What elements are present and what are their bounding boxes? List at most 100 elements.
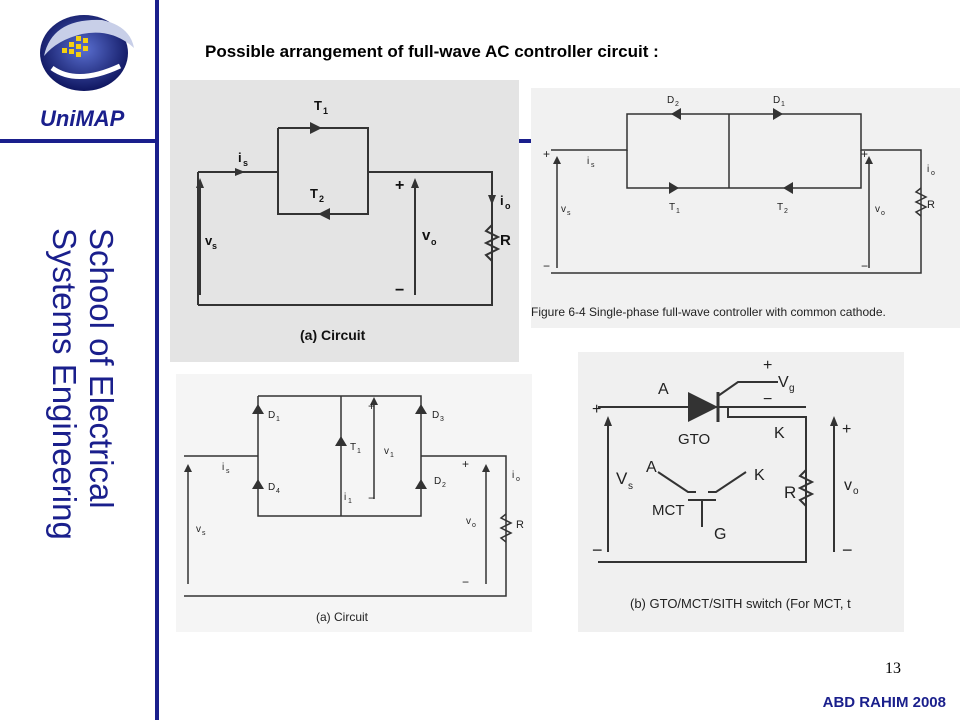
vs-sub: s (567, 210, 571, 217)
r-label: R (500, 232, 511, 249)
plus-sign-v1: + (368, 399, 375, 413)
d2-sub: 2 (675, 101, 679, 108)
r-label: R (927, 199, 935, 211)
vo-label: v (466, 516, 471, 527)
figure-gto-mct-switch: A V g GTO K A K MCT G V s R v o + − + − … (578, 352, 904, 632)
d1-sub: 1 (276, 416, 280, 423)
mct-label: MCT (652, 502, 685, 519)
i1-label: i (344, 492, 346, 503)
t1-sub: 1 (676, 208, 680, 215)
vo-label: v (422, 227, 431, 244)
horizontal-divider (0, 139, 155, 143)
vo-sub: o (881, 210, 885, 217)
plus-sign: + (395, 177, 404, 194)
t1-label: T (669, 202, 675, 213)
fig1-caption: (a) Circuit (300, 327, 366, 343)
d4-label: D (268, 482, 275, 493)
cathode-label: K (774, 425, 785, 442)
d1-label: D (268, 410, 275, 421)
vs-sub: s (202, 530, 206, 537)
page-number: 13 (885, 660, 901, 677)
gate-label: G (714, 526, 726, 543)
unimap-logo: UniMAP (22, 8, 152, 133)
horizontal-divider-right (519, 139, 531, 143)
io-sub: o (931, 170, 935, 177)
minus-sign-output: − (842, 540, 853, 560)
vs-label: v (205, 233, 213, 248)
slide-title: Possible arrangement of full-wave AC con… (205, 42, 659, 61)
figure-circuit-antiparallel-scr: T 1 T 2 i s v s + − v o i o R (a) Circui… (170, 80, 519, 362)
school-line-2: Systems Engineering (46, 228, 83, 540)
minus-sign-left: − (543, 259, 550, 273)
gto-label: GTO (678, 431, 710, 448)
plus-sign-left: + (543, 147, 550, 161)
figure-diode-bridge-scr: D 1 D 4 D 3 D 2 T 1 i 1 v 1 i s v s v o … (176, 374, 532, 632)
d1-sub: 1 (781, 101, 785, 108)
d2-label: D (667, 95, 674, 106)
vo-label: v (844, 477, 852, 494)
minus-sign: − (395, 282, 404, 299)
plus-sign-right: + (861, 147, 868, 161)
io-label: i (927, 164, 929, 175)
fig4-caption: (b) GTO/MCT/SITH switch (For MCT, t (630, 596, 851, 611)
t2-sub: 2 (319, 194, 324, 204)
minus-sign-vo: − (462, 575, 469, 589)
vs-label: v (561, 204, 566, 215)
minus-sign-right: − (861, 259, 868, 273)
vo-sub: o (431, 237, 437, 247)
r-label: R (516, 519, 524, 531)
school-line-1: School of Electrical (83, 228, 120, 509)
plus-sign-output: + (842, 421, 851, 438)
r-label: R (784, 483, 796, 502)
d1-label: D (773, 95, 780, 106)
t1-label: T (314, 98, 322, 113)
t2-label: T (310, 186, 318, 201)
t1-sub: 1 (357, 448, 361, 455)
v1-label: v (384, 446, 389, 457)
vg-sub: g (789, 383, 795, 394)
mct-cathode-label: K (754, 467, 765, 484)
is-sub: s (243, 158, 248, 168)
vs-label: v (196, 524, 201, 535)
minus-sign-v1: − (368, 491, 375, 505)
d4-sub: 4 (276, 488, 280, 495)
t2-sub: 2 (784, 208, 788, 215)
minus-sign-gate: − (763, 391, 772, 408)
t1-label: T (350, 442, 356, 453)
d2-sub: 2 (442, 482, 446, 489)
i1-sub: 1 (348, 498, 352, 505)
is-sub: s (226, 468, 230, 475)
vg-label: V (778, 374, 789, 391)
author-footer: ABD RAHIM 2008 (822, 694, 946, 711)
vs-sub: s (212, 241, 217, 251)
mct-anode-label: A (646, 459, 657, 476)
plus-sign-source: + (592, 401, 601, 418)
vs-sub: s (628, 481, 633, 492)
d3-sub: 3 (440, 416, 444, 423)
io-label: i (500, 193, 504, 208)
is-label: i (587, 156, 589, 167)
vs-label: V (616, 469, 628, 488)
t2-label: T (777, 202, 783, 213)
fig2-caption: Figure 6-4 Single-phase full-wave contro… (531, 305, 886, 319)
vo-label: v (875, 204, 880, 215)
v1-sub: 1 (390, 452, 394, 459)
io-sub: o (516, 476, 520, 483)
plus-sign-gate: + (763, 357, 772, 374)
is-label: i (222, 462, 224, 473)
io-sub: o (505, 201, 511, 211)
minus-sign-source: − (592, 540, 603, 560)
school-sidebar: School of Electrical Systems Engineering (0, 143, 155, 603)
vertical-divider (155, 0, 159, 720)
figure-common-cathode-controller: D 2 D 1 T 1 T 2 i s v s v o i o R + + − … (531, 88, 960, 328)
io-label: i (512, 470, 514, 481)
d3-label: D (432, 410, 439, 421)
vo-sub: o (853, 486, 859, 497)
t1-sub: 1 (323, 106, 328, 116)
fig3-caption: (a) Circuit (316, 610, 369, 624)
logo-text: UniMAP (40, 106, 125, 131)
vo-sub: o (472, 522, 476, 529)
is-sub: s (591, 162, 595, 169)
anode-label: A (658, 381, 669, 398)
d2-label: D (434, 476, 441, 487)
